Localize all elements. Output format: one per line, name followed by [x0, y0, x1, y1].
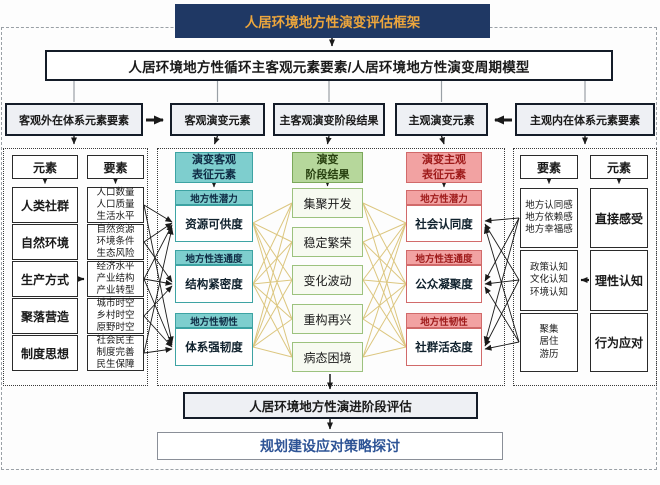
subjective-community-vitality: 社群活态度	[406, 328, 482, 366]
left-element-institution-ideology: 制度思想	[12, 335, 78, 371]
stage-reconstruction-revival: 重构再兴	[292, 304, 363, 334]
right-factor-place-attachment: 地方认同感 地方依赖感 地方幸福感	[520, 188, 578, 248]
right-elements-header: 元素	[590, 155, 648, 179]
left-element-human-community: 人类社群	[12, 187, 78, 223]
objective-potential-label: 地方性潜力	[175, 190, 253, 205]
subjective-resilience-label: 地方性韧性	[406, 313, 482, 328]
right-element-direct-perception: 直接感受	[590, 188, 648, 248]
stage-results-header: 演变 阶段结果	[292, 152, 363, 183]
subjective-representation-header: 演变主观 表征元素	[406, 152, 482, 183]
header-stage-results: 主客观演变阶段结果	[273, 103, 385, 136]
header-subjective-evolution-elements: 主观演变元素	[395, 103, 488, 136]
left-element-natural-environment: 自然环境	[12, 224, 78, 260]
subjective-potential-label: 地方性潜力	[406, 190, 482, 205]
objective-structural-compactness: 结构紧密度	[175, 265, 253, 303]
right-element-behavioral-response: 行为应对	[590, 313, 648, 372]
stage-stable-prosperity: 稳定繁荣	[292, 227, 363, 257]
left-factor-economy: 经济水平 产业结构 产业转型	[87, 261, 144, 297]
objective-representation-header: 演变客观 表征元素	[175, 152, 253, 183]
header-objective-external-system: 客观外在体系元素要素	[5, 103, 143, 136]
objective-system-robustness: 体系强韧度	[175, 328, 253, 366]
left-element-production-mode: 生产方式	[12, 261, 78, 297]
header-objective-evolution-elements: 客观演变元素	[170, 103, 265, 136]
left-factors-header: 要素	[87, 155, 144, 179]
left-elements-header: 元素	[12, 155, 78, 179]
stage-pathological-predicament: 病态困境	[292, 342, 363, 372]
model-bar: 人居环境地方性循环主客观元素要素/人居环境地方性演变周期模型	[45, 50, 613, 81]
subjective-public-cohesion: 公众凝聚度	[406, 265, 482, 303]
objective-resilience-label: 地方性韧性	[175, 313, 253, 328]
left-element-settlement-construction: 聚落营造	[12, 298, 78, 334]
left-factor-spacetime: 城市时空 乡村时空 原野时空	[87, 298, 144, 334]
subjective-connectivity-label: 地方性连通度	[406, 250, 482, 265]
header-subjective-internal-system: 主观内在体系元素要素	[515, 103, 655, 136]
left-factor-population: 人口数量 人口质量 生活水平	[87, 187, 144, 223]
right-element-rational-cognition: 理性认知	[590, 250, 648, 311]
right-factor-cognition: 政策认知 文化认知 环境认知	[520, 250, 578, 311]
objective-connectivity-label: 地方性连通度	[175, 250, 253, 265]
planning-strategy-box: 规划建设应对策略探讨	[157, 432, 503, 460]
right-factor-activity: 聚集 居住 游历	[520, 313, 578, 372]
objective-resource-availability: 资源可供度	[175, 205, 253, 242]
stage-change-fluctuation: 变化波动	[292, 265, 363, 295]
stage-agglomeration-development: 集聚开发	[292, 188, 363, 218]
left-factor-society: 社会民主 制度完善 民生保障	[87, 335, 144, 371]
framework-title: 人居环境地方性演变评估框架	[175, 4, 490, 38]
left-factor-nature: 自然资源 环境条件 生态风险	[87, 224, 144, 260]
right-factors-header: 要素	[520, 155, 578, 179]
stage-assessment-box: 人居环境地方性演进阶段评估	[183, 392, 478, 419]
subjective-social-identity: 社会认同度	[406, 205, 482, 242]
